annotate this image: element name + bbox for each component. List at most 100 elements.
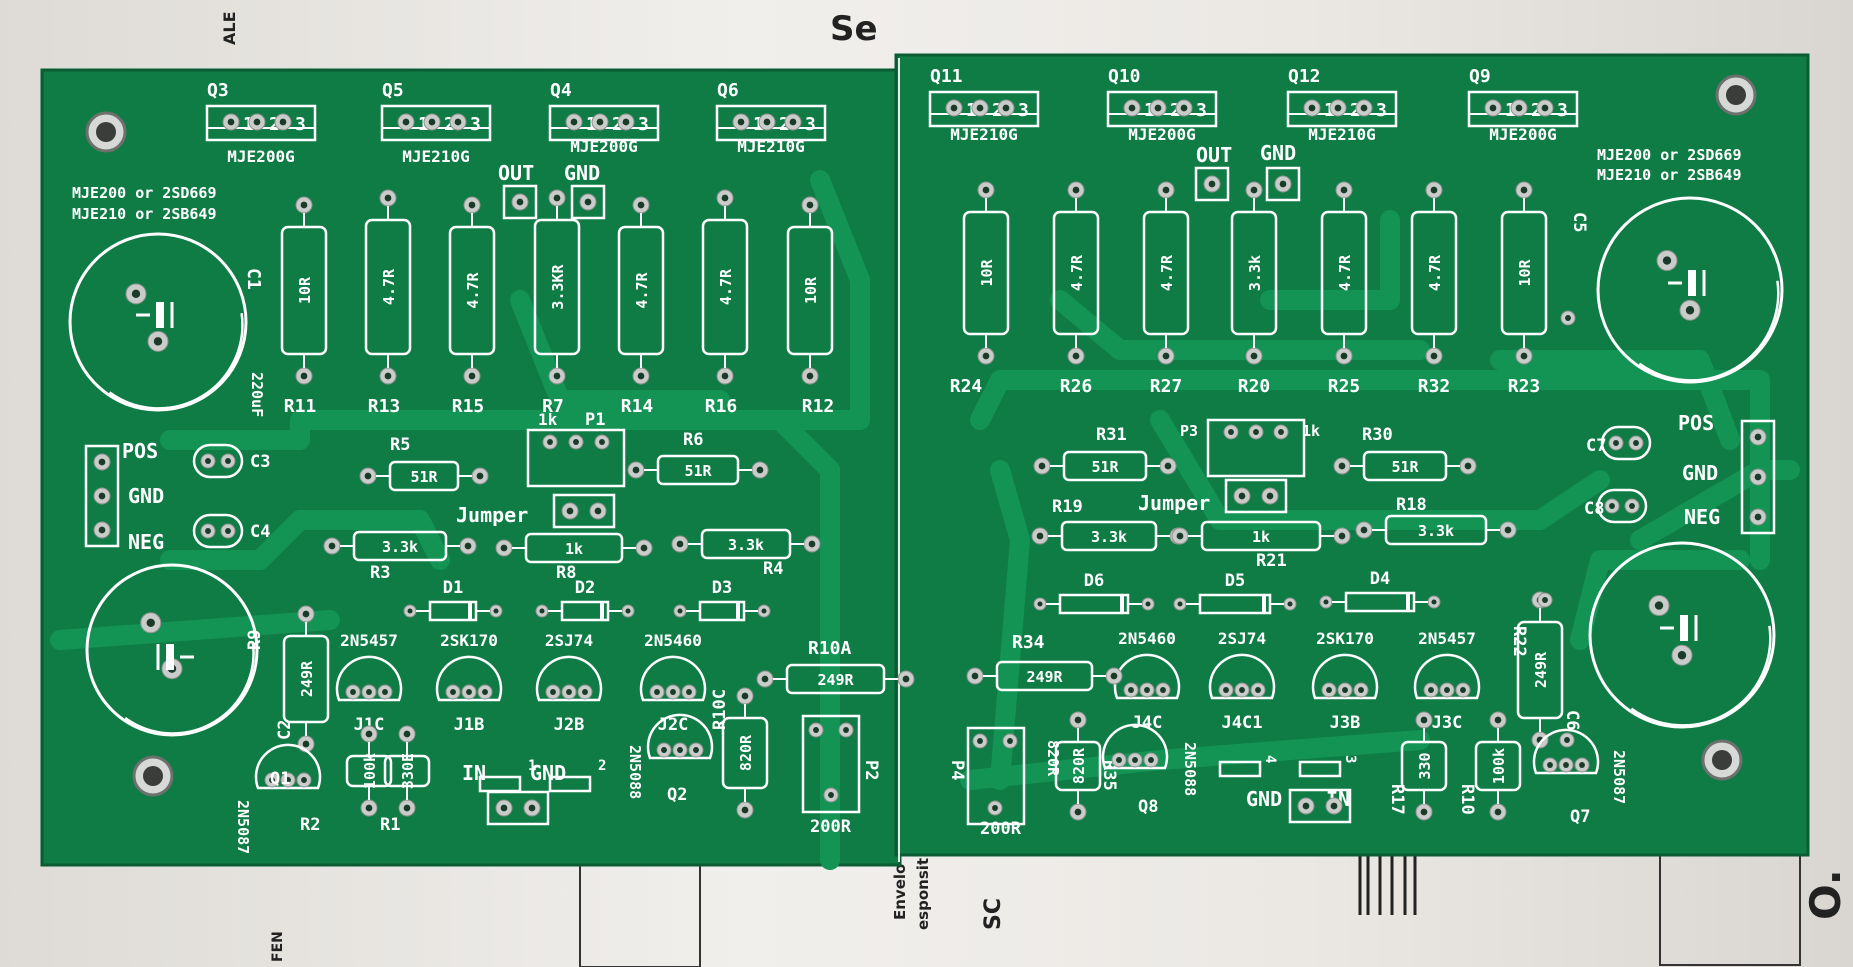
to92-outline [1532, 728, 1600, 775]
pad-hole [1228, 429, 1234, 435]
pad-hole [1563, 762, 1569, 768]
mounting-hole-inner [96, 122, 116, 142]
pad-hole [1342, 687, 1348, 693]
capacitor-symbol [1660, 615, 1698, 641]
jfet-part: 2SJ74 [1218, 629, 1266, 648]
note-line: MJE200 or 2SD669 [1597, 146, 1742, 164]
pad-hole [1685, 306, 1695, 315]
resistor-body [383, 754, 431, 788]
pad-hole [153, 337, 163, 346]
note-line: MJE200 or 2SD669 [72, 184, 217, 202]
resistor-value: 330E [399, 753, 417, 789]
pad-hole [982, 186, 990, 194]
jfet-ref: J3C [1432, 713, 1463, 733]
diode-ref: D3 [712, 578, 732, 598]
resistor-value: 4.7R [1336, 254, 1354, 291]
resistor-ref: R6 [683, 430, 703, 450]
pad-hole [1420, 716, 1428, 724]
resistor-body [364, 218, 412, 356]
pad-hole [350, 689, 356, 695]
pad-hole [1489, 104, 1497, 112]
pad-hole [721, 194, 729, 202]
capacitor-outline [1588, 541, 1776, 729]
pad-hole [756, 466, 764, 474]
pad-hole [98, 458, 106, 466]
pad-hole [971, 672, 979, 680]
pad-hole [1494, 808, 1502, 816]
pad-hole [1253, 429, 1259, 435]
pad-hole [1542, 597, 1548, 603]
resistor-value: 4.7R [380, 268, 398, 305]
pad-hole [1177, 601, 1183, 607]
io-label: GND [1260, 141, 1296, 165]
jfet-part: 2N5460 [644, 631, 702, 650]
transistor-outline [1467, 90, 1579, 128]
pad-hole [622, 118, 630, 126]
pad-hole [407, 608, 413, 614]
pad-hole [1302, 802, 1310, 810]
transistor-outline [928, 90, 1040, 128]
pad-hole [205, 528, 211, 534]
pad-hole [547, 439, 553, 445]
transistor-ref: Q5 [382, 80, 404, 101]
pad-hole [1239, 687, 1245, 693]
pad-hole [1515, 104, 1523, 112]
resistor-value: 820R [737, 734, 755, 771]
pad-hole [1338, 532, 1346, 540]
pad-hole [1128, 104, 1136, 112]
pad-hole [516, 198, 524, 206]
resistor-body [1054, 740, 1102, 792]
pin-number: 1 [418, 114, 429, 135]
pad-hole [1428, 687, 1434, 693]
resistor-ref: R16 [705, 396, 738, 417]
resistor-body [962, 210, 1010, 336]
pad-hole [553, 194, 561, 202]
resistor-ref: R30 [1362, 425, 1393, 445]
capacitor-ref: C3 [250, 452, 270, 472]
capacitor-symbol [136, 302, 174, 328]
pad-hole [403, 804, 411, 812]
pad-hole [1208, 180, 1216, 188]
small-capacitor-outline [192, 443, 244, 479]
pad-hole [1358, 687, 1364, 693]
transistor-part: 2N5087 [234, 800, 252, 854]
transistor-part: MJE210G [950, 125, 1017, 144]
resistor-body [1400, 740, 1448, 792]
resistor-ref: R26 [1060, 376, 1093, 397]
pin-number: 1 [586, 114, 597, 135]
trimmer-value: 1k [538, 410, 558, 429]
resistor-value: 3.3k [1091, 528, 1127, 546]
pad-hole [570, 118, 578, 126]
paper-text: SC [981, 898, 1006, 930]
capacitor-ref: C6 [1562, 710, 1582, 730]
transistor-outline [380, 104, 492, 142]
resistor-ref: R7 [542, 396, 564, 417]
resistor-value: 330 [1416, 752, 1434, 779]
resistor-value: 3.3k [1246, 255, 1264, 291]
pad-hole [300, 372, 308, 380]
io-label: GND [530, 761, 566, 785]
jfet-ref: J2B [554, 715, 585, 735]
transistor-ref: Q3 [207, 80, 229, 101]
resistor-value: 4.7R [1158, 254, 1176, 291]
resistor-value: 51R [410, 468, 438, 486]
trimmer-value: 1k [1302, 422, 1320, 440]
pad-hole [1176, 532, 1184, 540]
small-part-outline [548, 775, 592, 793]
resistor-body [721, 716, 769, 790]
resistor-value: 3.3KR [549, 263, 567, 309]
transistor-part: 2N5088 [1181, 742, 1199, 796]
resistor-ref: R23 [1508, 376, 1541, 397]
pad-hole [98, 492, 106, 500]
pad-hole [450, 689, 456, 695]
jfet-ref: J3B [1330, 713, 1361, 733]
pad-hole [253, 118, 261, 126]
pad-hole [1444, 687, 1450, 693]
pad-hole [464, 542, 472, 550]
pad-hole [1074, 716, 1082, 724]
pad-hole [1279, 180, 1287, 188]
pad-hole [365, 730, 373, 738]
resistor-ref: R5 [390, 435, 410, 455]
to92-outline [254, 743, 322, 790]
pad-hole [1110, 672, 1118, 680]
